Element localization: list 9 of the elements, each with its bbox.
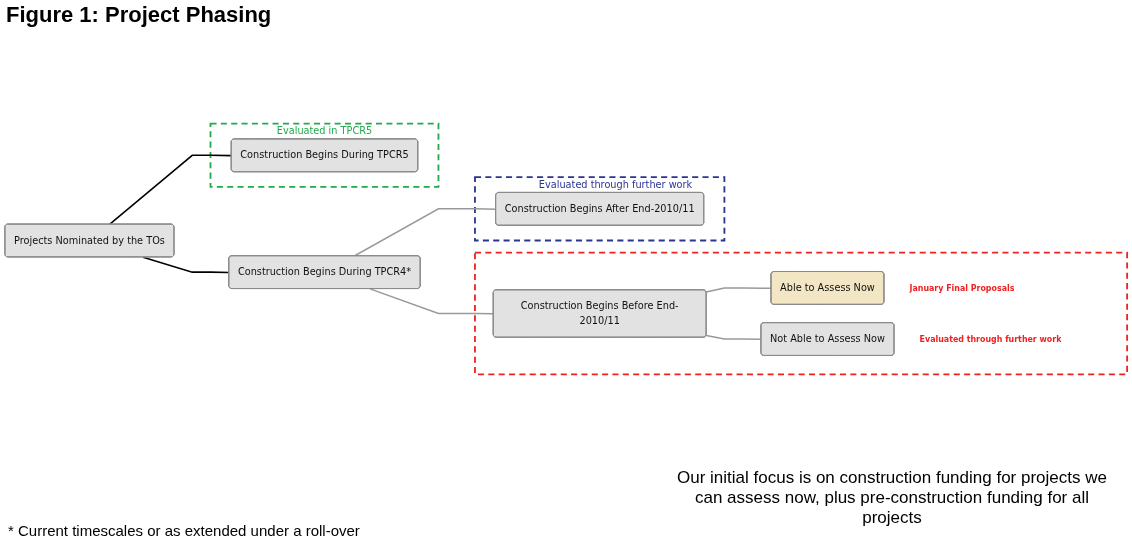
cluster: [474, 251, 1129, 376]
connector: [108, 154, 233, 226]
footnote: * Current timescales or as extended under a roll-over: [8, 522, 360, 539]
connector: [369, 288, 495, 315]
figure-title: Figure 1: Project Phasing: [6, 2, 272, 28]
connector: [705, 334, 762, 341]
note-text: Our initial focus is on construction funding for projects we can assess now, plus pre-construction funding for all projects: [676, 468, 1108, 528]
connector: [142, 256, 230, 274]
connector: [353, 208, 497, 257]
